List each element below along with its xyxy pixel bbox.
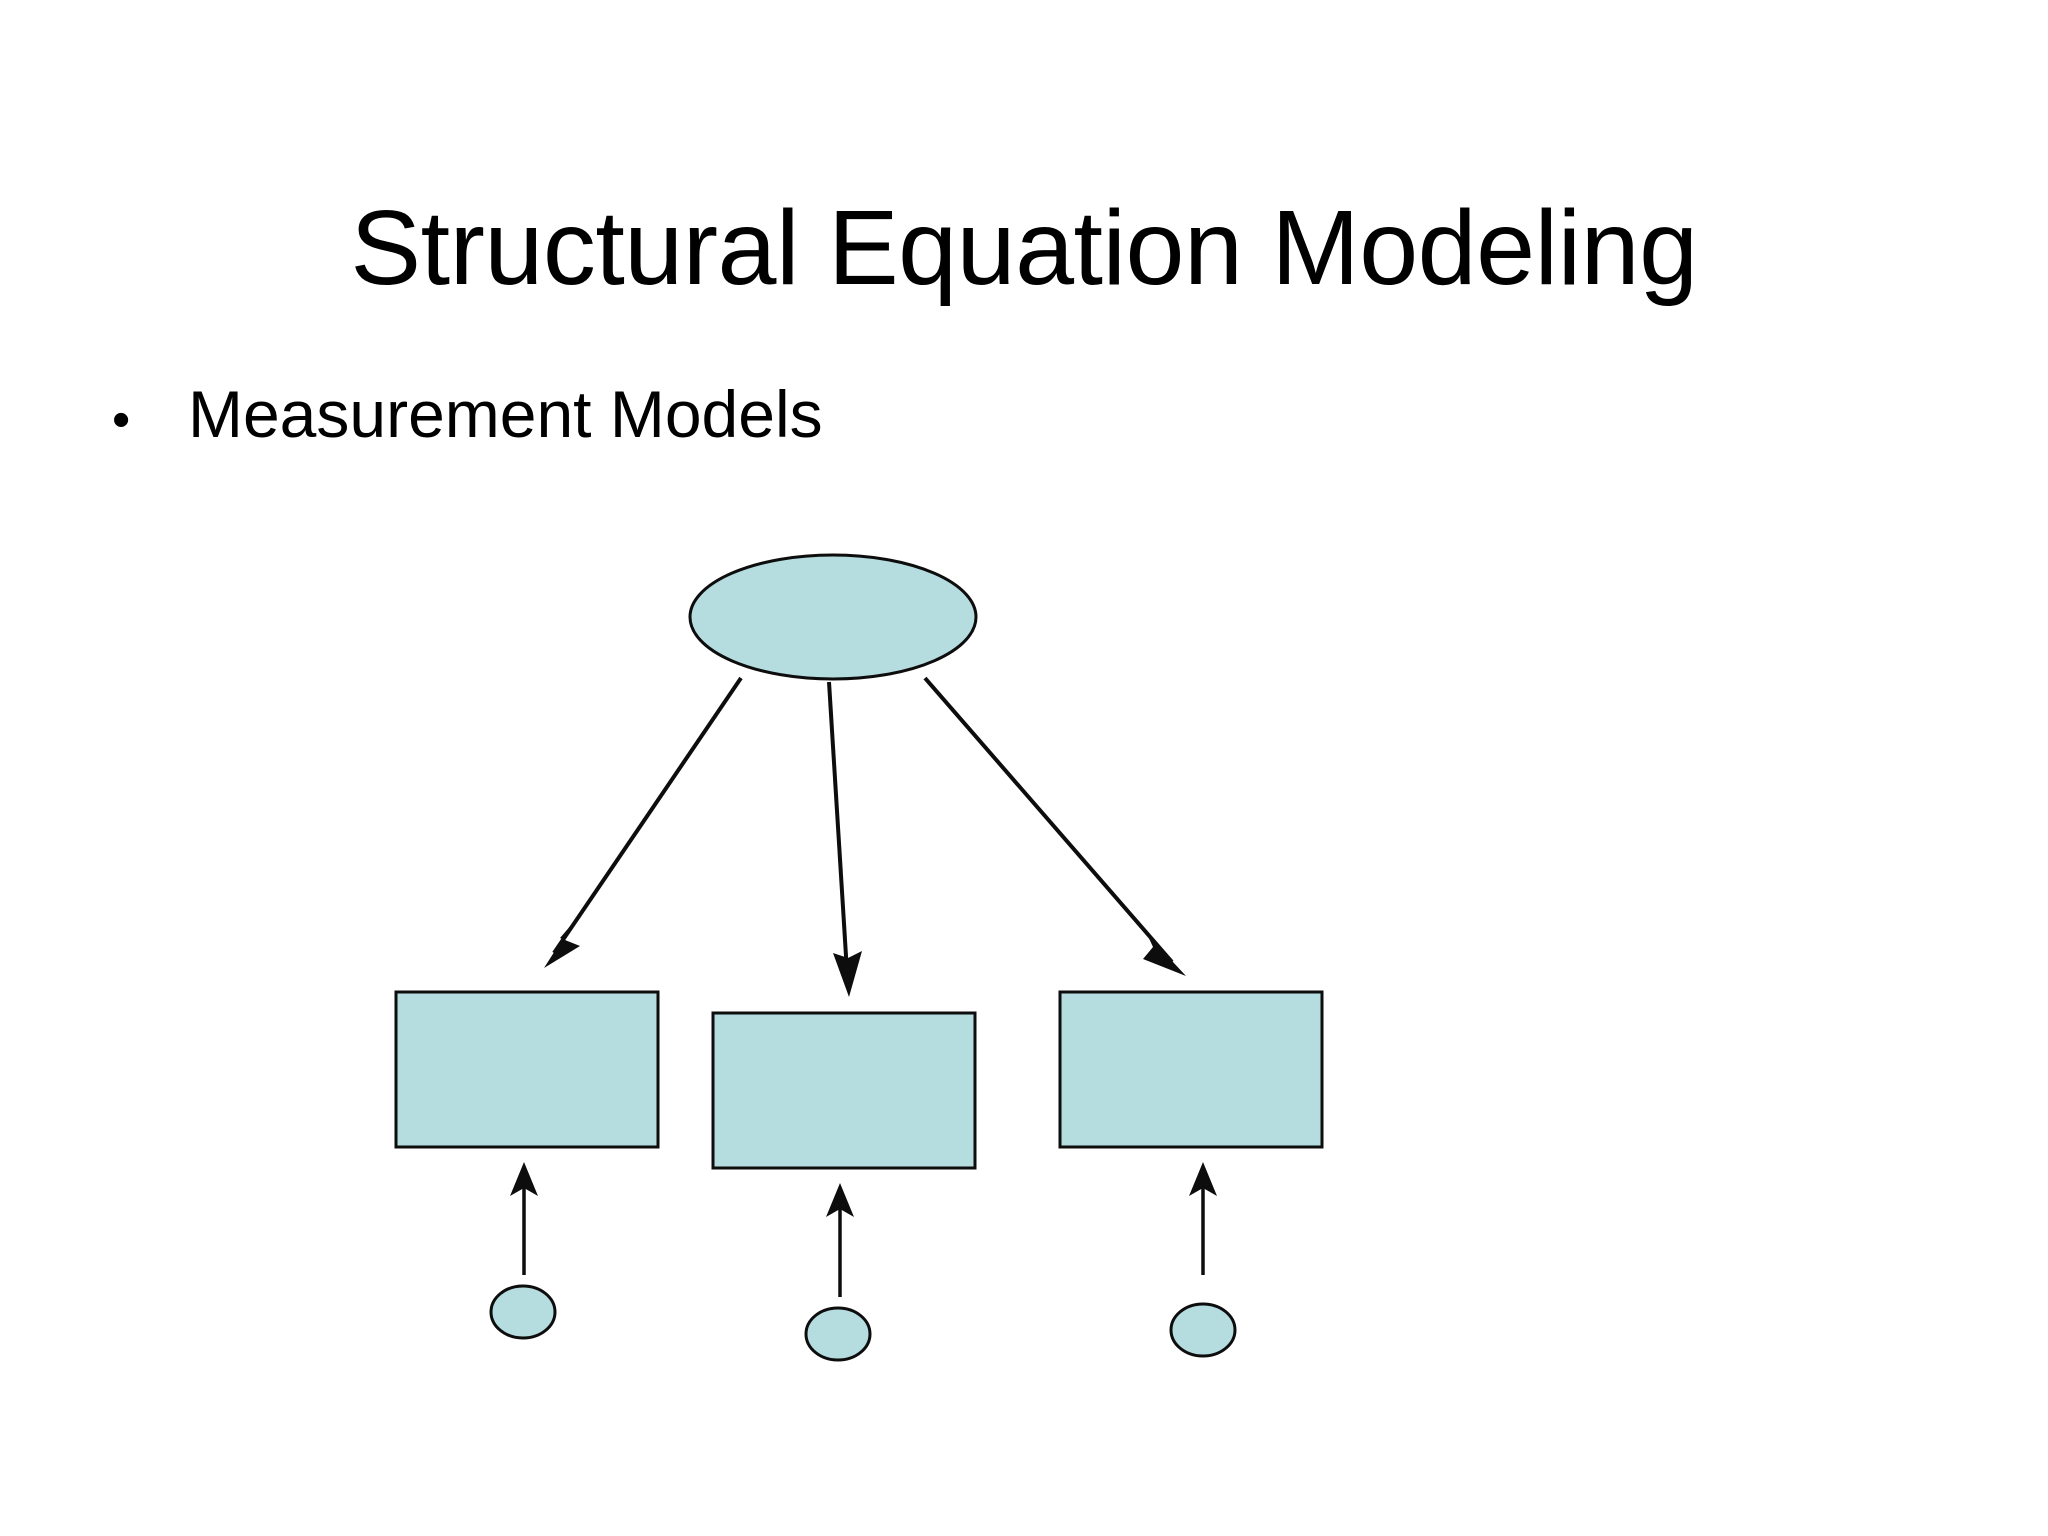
- error-ellipse-1[interactable]: [489, 1284, 557, 1340]
- indicator-rect-1[interactable]: [394, 990, 660, 1149]
- loading-arrow-left: [544, 676, 743, 968]
- list-item: • Measurement Models: [112, 372, 1912, 462]
- error-arrow-left: [510, 1162, 538, 1275]
- loading-arrow-middle: [827, 681, 862, 997]
- loading-arrow-right: [923, 676, 1186, 976]
- latent-factor-ellipse[interactable]: [688, 553, 978, 681]
- bullet-point-icon: •: [112, 391, 131, 449]
- error-ellipse-3[interactable]: [1169, 1302, 1237, 1358]
- page-title: Structural Equation Modeling: [350, 189, 1698, 308]
- error-arrow-middle: [826, 1183, 854, 1297]
- bullet-item-label: Measurement Models: [188, 377, 823, 451]
- indicator-rect-2[interactable]: [711, 1011, 977, 1170]
- error-arrow-right: [1189, 1162, 1217, 1275]
- indicator-rect-3[interactable]: [1058, 990, 1324, 1149]
- bullet-list: • Measurement Models: [112, 372, 1912, 462]
- error-ellipse-2[interactable]: [804, 1306, 872, 1362]
